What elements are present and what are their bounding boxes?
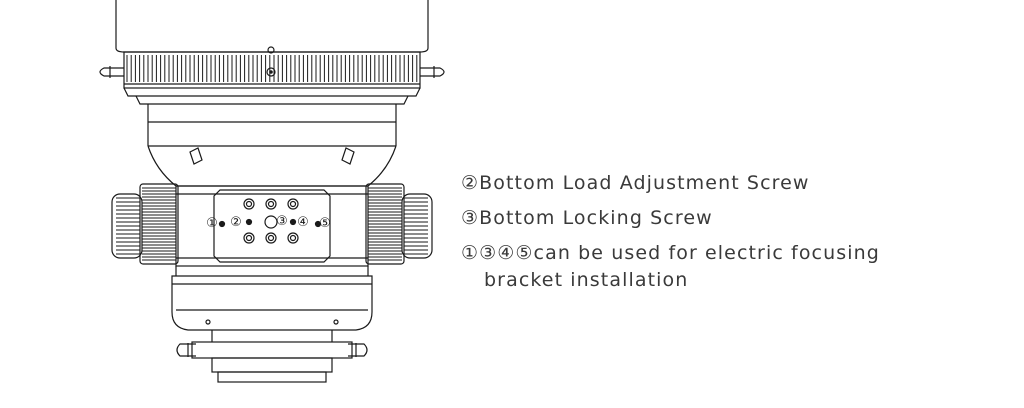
legend-item-electric-focusing: ①③④⑤can be used for electric focusing br… (461, 240, 981, 294)
right-knob (365, 183, 433, 265)
legend-item-bottom-locking: ③Bottom Locking Screw (461, 205, 981, 232)
legend-number: ② (461, 172, 480, 194)
gear-side-pins (99, 66, 445, 78)
legend-text: Bottom Load Adjustment Screw (479, 172, 810, 194)
gear-base (123, 87, 421, 147)
legend-text: Bottom Locking Screw (479, 207, 713, 229)
screw-hole-pattern (218, 198, 322, 244)
callout-label: ⑤ (319, 216, 331, 231)
bottom-mount (176, 330, 368, 383)
legend-item-bottom-load: ②Bottom Load Adjustment Screw (461, 170, 981, 197)
legend-text: can be used for electric focusing (533, 242, 880, 264)
left-knob (111, 183, 179, 265)
focus-gear-ring (123, 46, 421, 89)
lower-body (171, 266, 373, 331)
legend-number: ①③④⑤ (461, 242, 534, 264)
legend-number: ③ (461, 207, 480, 229)
callout-label: ① (206, 216, 218, 231)
tapered-body (147, 145, 397, 187)
legend-text-continued: bracket installation (484, 269, 689, 291)
callout-label: ④ (297, 215, 309, 230)
callout-label: ② (230, 215, 242, 230)
mount-body (175, 185, 369, 267)
callout-label: ③ (276, 214, 288, 229)
legend: ②Bottom Load Adjustment Screw ③Bottom Lo… (461, 170, 981, 302)
top-barrel (115, 0, 429, 53)
